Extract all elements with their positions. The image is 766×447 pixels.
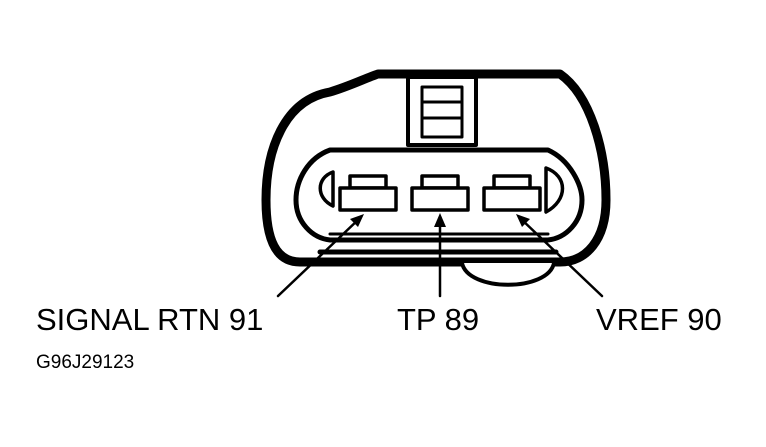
label-signal-rtn: SIGNAL RTN 91 — [36, 302, 264, 337]
pin-signal-rtn — [338, 174, 398, 212]
bottom-hump — [460, 261, 556, 287]
label-tp: TP 89 — [397, 302, 480, 337]
left-key — [318, 170, 335, 208]
pin-tp — [410, 174, 470, 212]
label-vref: VREF 90 — [596, 302, 722, 337]
locking-tab — [406, 75, 478, 147]
leader-signal-rtn — [276, 214, 364, 298]
pin-vref — [482, 174, 542, 212]
leader-tp — [434, 213, 446, 298]
connector-cavity — [293, 147, 585, 243]
figure-id: G96J29123 — [36, 352, 135, 373]
right-key — [544, 166, 565, 214]
connector-housing — [261, 69, 611, 267]
leader-vref — [516, 214, 604, 298]
